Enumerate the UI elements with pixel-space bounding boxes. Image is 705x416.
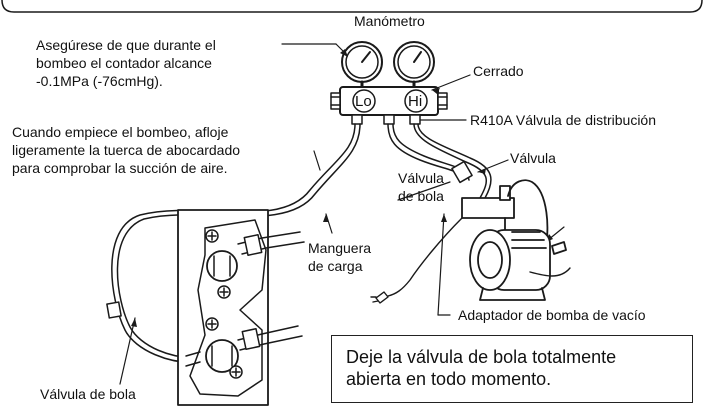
charge-hoses (111, 123, 492, 364)
label-manguera-2: de carga (308, 258, 363, 274)
label-r410a: R410A Válvula de distribución (470, 112, 657, 128)
plug (370, 291, 389, 304)
label-valvula-bola-top-1: Válvula (398, 170, 444, 186)
manometer-gauges (341, 41, 435, 90)
label-hi: Hi (408, 93, 423, 110)
vacuum-hose (529, 267, 571, 277)
hose-fitting (106, 301, 122, 319)
service-valves (177, 209, 305, 406)
label-valvula-bola-bottom: Válvula de bola (40, 386, 136, 402)
label-lo: Lo (355, 93, 372, 110)
top-frame (1, 0, 703, 13)
vacuum-pump (461, 179, 567, 301)
label-cuando-2: ligeramente la tuerca de abocardado (12, 142, 241, 158)
label-cuando-3: para comprobar la succión de aire. (12, 160, 228, 176)
label-manguera-1: Manguera (308, 240, 372, 256)
label-asegurese-3: -0.1MPa (-76cmHg). (36, 73, 163, 89)
label-cerrado: Cerrado (473, 63, 524, 79)
note-line-2: abierta en todo momento. (346, 369, 552, 389)
note-line-1: Deje la válvula de bola totalmente (346, 347, 617, 367)
inline-valve (451, 160, 473, 184)
label-valvula: Válvula (510, 150, 556, 166)
power-cord (387, 217, 463, 297)
label-valvula-bola-top-2: de bola (398, 188, 444, 204)
leader-lines (119, 43, 565, 385)
label-asegurese-2: bombeo el contador alcance (36, 55, 212, 71)
label-adaptador: Adaptador de bomba de vacío (458, 307, 646, 323)
label-cuando-1: Cuando empiece el bombeo, afloje (12, 124, 229, 140)
manifold-body (330, 86, 448, 125)
label-asegurese-1: Asegúrese de que durante el (36, 37, 216, 53)
note-box: Deje la válvula de bola totalmente abier… (331, 335, 693, 403)
label-manometro: Manómetro (354, 13, 425, 29)
